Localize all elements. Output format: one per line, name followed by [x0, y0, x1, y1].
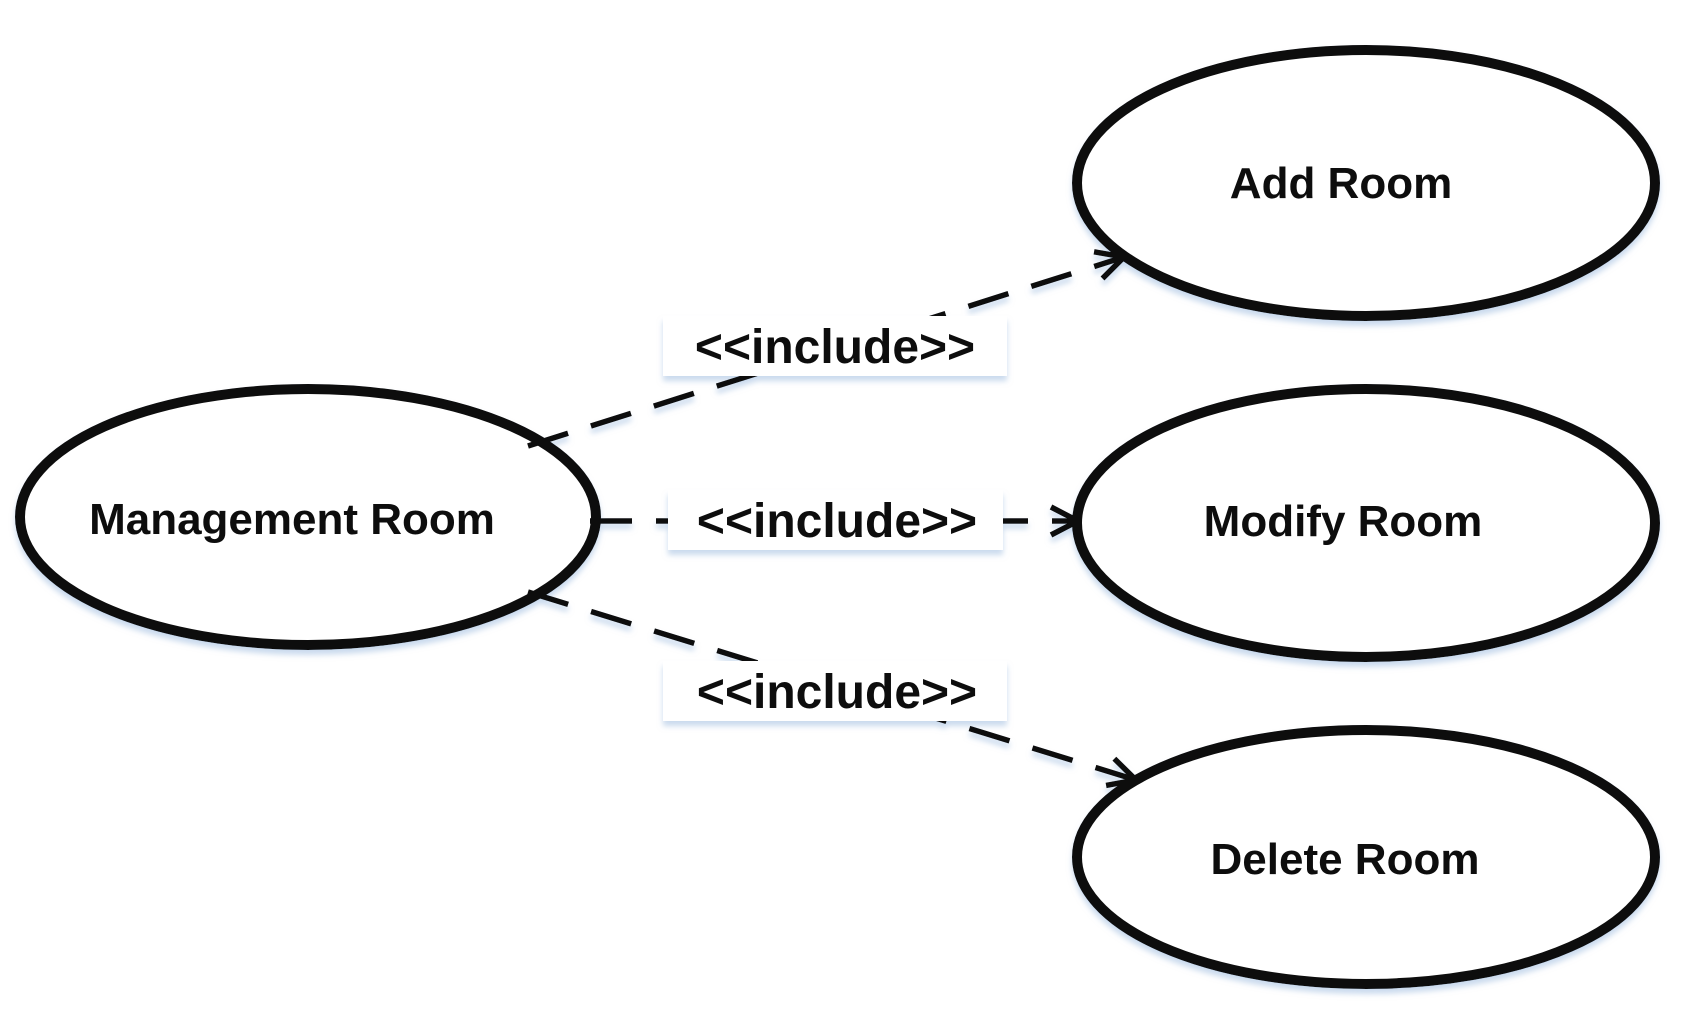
usecase-delete-room: Delete Room [1072, 725, 1660, 989]
delete-room-label: Delete Room [1211, 835, 1480, 884]
management-room-ellipse [15, 384, 601, 650]
include-label-bg-delete [663, 661, 1007, 721]
add-room-label: Add Room [1230, 159, 1452, 208]
include-label-modify: <<include>> [697, 495, 977, 548]
include-label-add: <<include>> [695, 321, 975, 374]
connector-include-modify-room: <<include>> [590, 490, 1078, 550]
usecase-management-room: Management Room [15, 384, 601, 650]
include-line-add-room [527, 257, 1124, 449]
include-label-bg-modify [668, 490, 1003, 550]
add-room-ellipse [1072, 45, 1660, 321]
modify-room-label: Modify Room [1204, 497, 1483, 546]
include-label-delete: <<include>> [697, 666, 977, 719]
connector-include-delete-room: <<include>> [527, 589, 1136, 780]
management-room-label: Management Room [89, 495, 495, 544]
connector-include-add-room: <<include>> [527, 257, 1124, 449]
delete-room-ellipse [1072, 725, 1660, 989]
include-line-delete-room [527, 589, 1136, 780]
include-label-bg-add [663, 316, 1007, 376]
usecase-add-room: Add Room [1072, 45, 1660, 321]
usecase-modify-room: Modify Room [1072, 384, 1660, 662]
